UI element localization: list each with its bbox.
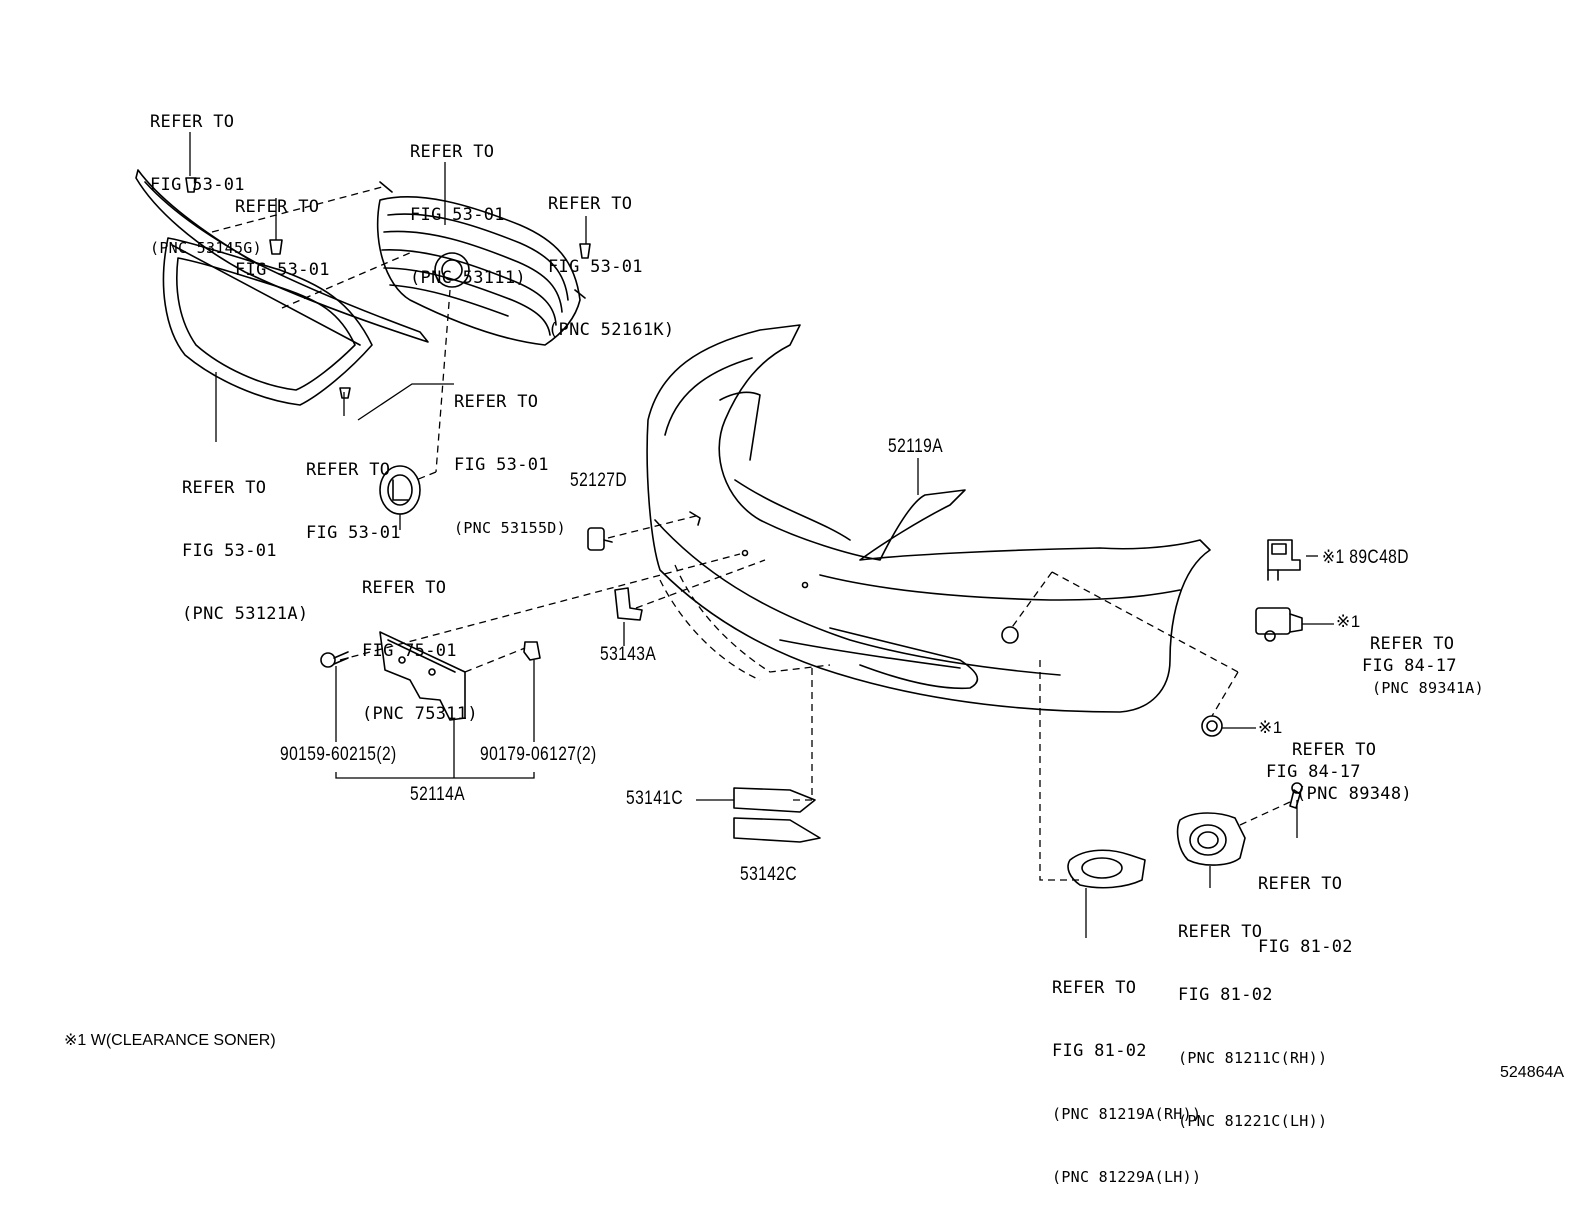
clips-drawing (185, 177, 591, 399)
footnote: ※1 W(CLEARANCE SONER) (64, 1032, 276, 1049)
cap-drawing (587, 527, 613, 551)
diagram-drawing (135, 132, 1334, 938)
small-bracket-drawing (614, 587, 643, 621)
callout-line: REFER TO (235, 197, 320, 217)
callout-line: (PNC 53145G) (150, 239, 262, 257)
callout-line: REFER TO (306, 460, 391, 480)
callout-line: FIG 84-17 (1362, 656, 1457, 676)
dashed-lines (211, 185, 1291, 881)
callout-grille-frame: REFER TO FIG 53-01 (PNC 53121A) (182, 436, 308, 646)
callout-line: (PNC 81219A(RH)) (1052, 1105, 1202, 1123)
callout-fog-bolt: REFER TO FIG 81-02 (1258, 832, 1353, 979)
callout-line: (PNC 81229A(LH)) (1052, 1168, 1202, 1186)
part-number-bumper-cover: 52119A (888, 436, 944, 457)
part-number-bracket-small: 53143A (600, 644, 657, 665)
part-number-sensor-holder: ※1 89C48D (1322, 547, 1409, 568)
callout-grille-molding: REFER TO FIG 53-01 (PNC 53155D) (454, 350, 566, 560)
part-number-screw: 90159-60215(2) (280, 744, 397, 765)
retainer-drawing (1201, 715, 1223, 737)
callout-line: FIG 81-02 (1258, 937, 1353, 957)
screw-nut-drawing (320, 641, 541, 668)
figure-id: 524864A (1500, 1064, 1565, 1081)
retainer-mark: ※1 (1258, 718, 1283, 737)
sensor-mark: ※1 (1336, 612, 1361, 631)
leader-lines (189, 132, 1334, 938)
callout-fog-cover: REFER TO FIG 81-02 (PNC 81219A(RH)) (PNC… (1052, 936, 1201, 1209)
callout-line: FIG 53-01 (454, 455, 549, 475)
callout-upper-clip: REFER TO FIG 53-01 (235, 155, 330, 302)
callout-line: FIG 53-01 (235, 260, 330, 280)
sensor-drawing (1255, 607, 1303, 642)
callout-line: FIG 53-01 (150, 175, 245, 195)
callout-sensor-retainer: REFER TO (1292, 698, 1376, 782)
callout-line: REFER TO (182, 478, 267, 498)
sensor-holder-drawing (1267, 539, 1301, 581)
lower-grille-drawing (733, 787, 821, 843)
part-number-cap: 52127D (570, 470, 628, 491)
callout-sensor-fig: FIG 84-17 (1362, 614, 1457, 698)
license-bracket-drawing (379, 631, 466, 721)
callout-sensor-retainer-fig: FIG 84-17 (1266, 720, 1361, 804)
fog-cover-drawing (1067, 849, 1146, 889)
callout-sensor-retainer-pnc: (PNC 89348) (1296, 742, 1412, 826)
grille-molding-strip (135, 169, 429, 343)
parts-diagram: REFER TO FIG 53-01 (PNC 53145G) REFER TO… (64, 70, 1565, 1186)
callout-line: (PNC 53155D) (454, 519, 566, 537)
callout-sensor-pnc: (PNC 89341A) (1372, 636, 1484, 720)
callout-line: FIG 81-02 (1178, 985, 1273, 1005)
callout-line: FIG 53-01 (182, 541, 277, 561)
callout-line: FIG 53-01 (306, 523, 401, 543)
callout-line: FIG 81-02 (1052, 1041, 1147, 1061)
callout-grille-lower-screw: REFER TO FIG 53-01 (306, 418, 401, 565)
part-number-lower-grille-upper: 53141C (626, 788, 684, 809)
fog-lamp-drawing (1176, 782, 1303, 866)
callout-line: FIG 53-01 (410, 205, 505, 225)
callout-line: FIG 75-01 (362, 641, 457, 661)
part-number-nut: 90179-06127(2) (480, 744, 597, 765)
callout-line: (PNC 81211C(RH)) (1178, 1049, 1328, 1067)
callout-line: (PNC 53111) (410, 268, 526, 288)
grille (376, 181, 586, 346)
callout-line: REFER TO (1052, 978, 1137, 998)
callout-line: REFER TO (548, 194, 633, 214)
callout-line: REFER TO (1258, 874, 1343, 894)
callout-line: REFER TO (1178, 922, 1263, 942)
callout-grille-side-clip: REFER TO FIG 53-01 (PNC 52161K) (548, 152, 674, 362)
callout-line: FIG 53-01 (548, 257, 643, 277)
callout-grille-upper-clip: REFER TO FIG 53-01 (PNC 53145G) (150, 70, 262, 280)
callout-line: FIG 84-17 (1266, 762, 1361, 782)
grille-frame (162, 237, 373, 406)
callout-line: REFER TO (454, 392, 539, 412)
callout-line: REFER TO (1292, 740, 1377, 760)
callout-line: REFER TO (150, 112, 235, 132)
callout-line: (PNC 89341A) (1372, 679, 1484, 697)
callout-line: (PNC 89348) (1296, 784, 1412, 804)
callout-line: (PNC 75311) (362, 704, 478, 724)
callout-line: (PNC 53121A) (182, 604, 309, 624)
part-number-license-bracket: 52114A (410, 784, 466, 805)
callout-line: REFER TO (1370, 634, 1455, 654)
callout-line: (PNC 52161K) (548, 320, 675, 340)
bumper-cover-drawing (646, 324, 1211, 713)
part-number-lower-grille-lower: 53142C (740, 864, 798, 885)
callout-line: REFER TO (410, 142, 495, 162)
callout-emblem: REFER TO FIG 75-01 (PNC 75311) (362, 536, 478, 746)
callout-sensor: REFER TO (1370, 592, 1454, 676)
callout-line: REFER TO (362, 578, 447, 598)
callout-grille: REFER TO FIG 53-01 (PNC 53111) (410, 100, 526, 310)
